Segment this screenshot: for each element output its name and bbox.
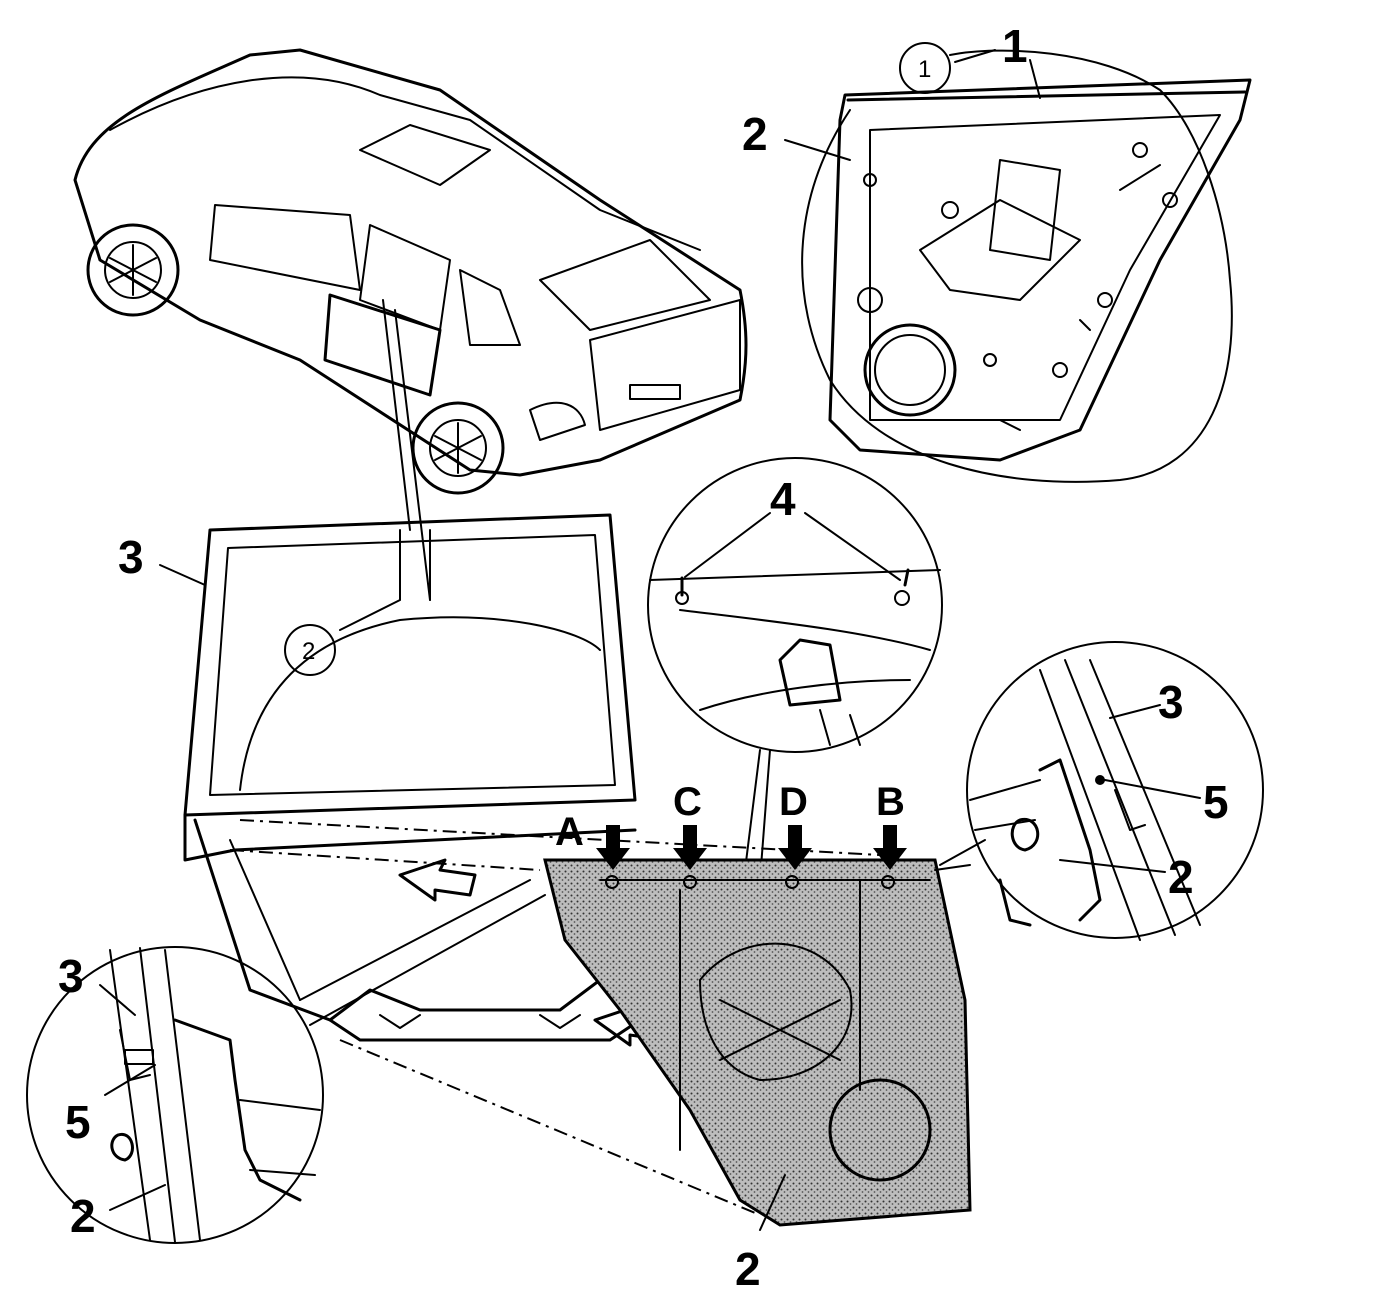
front-wheel xyxy=(86,223,180,317)
inner-panel-detail xyxy=(801,49,1252,483)
door-glass xyxy=(183,513,637,1022)
alignment-line-top xyxy=(239,819,881,856)
callout-label-2-right: 2 xyxy=(1168,851,1194,903)
arrow-label-a: A xyxy=(555,810,584,854)
callout-label-5-left: 5 xyxy=(65,1096,91,1148)
clip-arrows: A C D B xyxy=(555,780,907,870)
arrow-label-b: B xyxy=(876,780,905,824)
callout-label-1: 1 xyxy=(1002,20,1028,72)
right-detail-leader xyxy=(934,839,986,871)
door-inner-frame xyxy=(828,78,1252,462)
speaker-opening-main xyxy=(828,1078,932,1182)
arrow-label-c: C xyxy=(673,780,702,824)
tail-light xyxy=(529,401,586,441)
callout-label-2-bottom: 2 xyxy=(735,1243,761,1292)
circled-callout-2 xyxy=(284,624,336,676)
circled-callout-1 xyxy=(899,42,951,94)
license-plate xyxy=(629,384,681,400)
arrow-d xyxy=(778,825,812,870)
speaker-opening xyxy=(863,323,957,417)
left-detail-leader xyxy=(299,879,546,1026)
door-inner-panel xyxy=(543,858,972,1227)
vehicle-illustration xyxy=(73,48,748,495)
arrow-a xyxy=(596,825,630,870)
callout-label-2-left: 2 xyxy=(70,1190,96,1242)
circled-label-2: 2 xyxy=(302,638,315,665)
callout-label-5-right: 5 xyxy=(1203,776,1229,828)
callout-label-2-top: 2 xyxy=(742,108,768,160)
callout-label-3-glass: 3 xyxy=(118,531,144,583)
callout-label-4: 4 xyxy=(770,473,796,525)
detail-circle-right xyxy=(966,641,1264,941)
rear-wheel xyxy=(411,401,505,495)
car-to-door-leader xyxy=(382,299,431,601)
callout-label-3-left: 3 xyxy=(58,950,84,1002)
alignment-line-mid xyxy=(229,849,541,871)
callout-label-3-right: 3 xyxy=(1158,676,1184,728)
detail-circle-left xyxy=(26,946,324,1244)
arrow-b xyxy=(873,825,907,870)
rear-door-highlight xyxy=(323,293,442,397)
circled-label-1: 1 xyxy=(918,56,931,83)
alignment-line-bottom xyxy=(339,1039,761,1216)
detail-circle-4 xyxy=(647,457,943,753)
arrow-label-d: D xyxy=(779,780,808,824)
sunroof xyxy=(359,124,491,186)
direction-arrow-upper xyxy=(398,858,477,902)
arrow-c xyxy=(673,825,707,870)
